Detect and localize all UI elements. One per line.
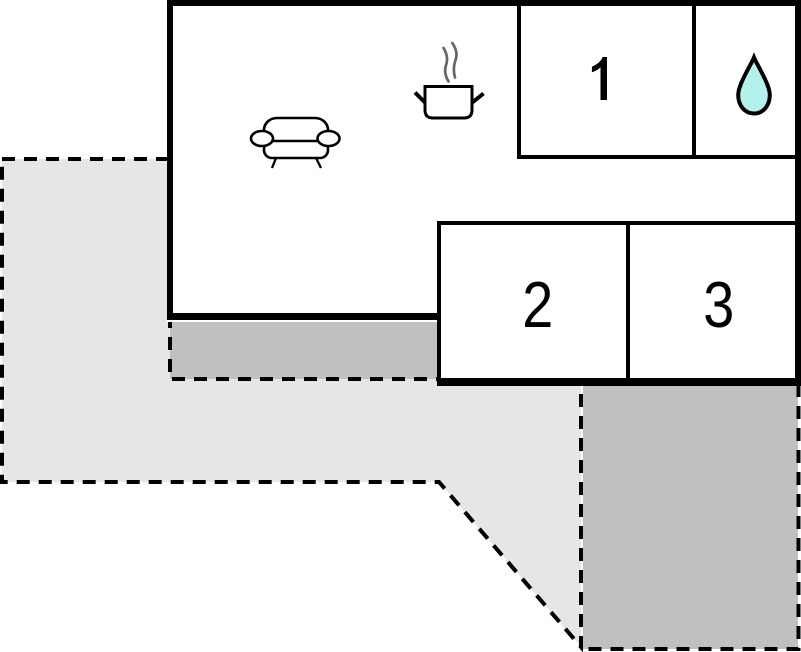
svg-text:2: 2 xyxy=(522,269,553,341)
svg-text:3: 3 xyxy=(703,269,734,341)
